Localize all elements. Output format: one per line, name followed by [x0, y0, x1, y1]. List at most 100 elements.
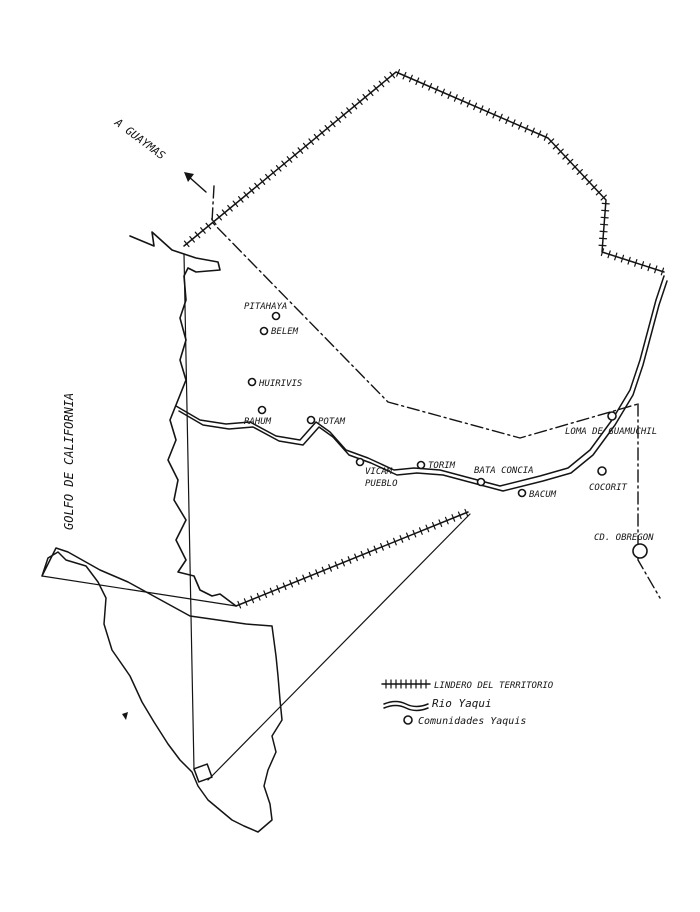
boundary-tick — [248, 187, 255, 194]
boundary-tick — [547, 138, 555, 145]
boundary-tick — [347, 556, 352, 564]
boundary-tick — [571, 163, 579, 170]
legend-community-icon — [403, 715, 413, 725]
boundary-tick — [498, 113, 503, 122]
boundary-tick — [313, 133, 320, 141]
torim-marker — [416, 460, 426, 470]
boundary-tick — [600, 248, 605, 257]
territory-boundary-south — [235, 511, 469, 607]
boundary-tick — [340, 111, 347, 119]
boundary-tick — [451, 514, 456, 522]
boundary-tick — [270, 169, 277, 177]
legend-river-swatch-2 — [383, 704, 429, 712]
boundary-tick — [453, 94, 458, 102]
boundary-tick — [473, 102, 478, 111]
boundary-tick — [227, 204, 233, 212]
rio-yaqui-river — [175, 275, 665, 487]
boundary-tick — [275, 164, 282, 172]
bataconcia-marker — [476, 477, 486, 487]
legend-river-label: Rio Yaqui — [432, 697, 492, 710]
boundary-tick — [302, 574, 307, 583]
belem-label: BELEM — [271, 327, 299, 337]
boundary-tick — [354, 553, 358, 562]
boundary-tick — [329, 120, 336, 128]
boundary-tick — [302, 142, 309, 150]
bataconcia-label: BATA CONCIA — [474, 466, 534, 476]
boundary-tick — [543, 133, 548, 141]
boundary-tick — [292, 151, 298, 159]
boundary-tick — [243, 191, 250, 199]
territory-boundary — [183, 71, 665, 273]
boundary-tick — [402, 71, 407, 80]
rio-yaqui-river-bank — [178, 280, 668, 492]
boundary-tick — [600, 216, 609, 219]
boundary-tick — [384, 76, 390, 83]
boundary-tick — [360, 550, 365, 559]
boundary-tick — [254, 182, 260, 190]
boundary-tick — [425, 524, 430, 533]
boundary-tick — [189, 236, 195, 243]
rahum-label: RAHUM — [244, 417, 272, 427]
boundary-tick — [183, 240, 190, 248]
boundary-tick — [286, 156, 293, 163]
boundary-tick — [457, 511, 462, 520]
boundary-tick — [598, 244, 607, 247]
boundary-tick — [408, 74, 413, 83]
boundary-tick — [276, 585, 281, 593]
loma-label: LOMA DE GUAMUCHIL — [565, 427, 657, 437]
vicam-pueblo-label: PUEBLO — [365, 479, 398, 489]
boundary-tick — [367, 89, 374, 97]
boundary-tick — [351, 102, 358, 110]
boundary-tick — [315, 569, 320, 577]
guaymas-arrow-line — [187, 175, 207, 193]
boundary-tick — [607, 250, 611, 259]
coastline — [129, 231, 237, 607]
boundary-tick — [518, 122, 523, 130]
boundary-tick — [601, 202, 610, 205]
boundary-tick — [221, 209, 228, 216]
boundary-tick — [319, 129, 325, 137]
boundary-tick — [269, 587, 274, 596]
boundary-tick — [434, 85, 439, 94]
boundary-tick — [328, 564, 332, 572]
cocorit-marker — [597, 466, 607, 476]
legend: LINDERO DEL TERRITORIO Rio Yaqui Comunid… — [381, 679, 554, 727]
belem-marker — [259, 326, 269, 336]
vicam-label: VICAM — [365, 467, 393, 477]
boundary-tick — [620, 254, 625, 263]
boundary-tick — [418, 527, 423, 535]
boundary-tick — [492, 110, 497, 119]
boundary-tick — [412, 529, 417, 538]
boundary-tick — [598, 237, 608, 240]
boundary-tick — [308, 138, 314, 145]
cocorit-label: COCORIT — [589, 483, 628, 493]
guaymas-arrow-icon — [184, 172, 194, 182]
boundary-tick — [263, 590, 268, 599]
boundary-tick — [341, 558, 345, 567]
boundary-tick — [378, 80, 385, 88]
boundary-tick — [441, 88, 445, 97]
boundary-tick — [256, 592, 261, 601]
boundary-tick — [444, 516, 449, 525]
boundary-tick — [438, 519, 443, 528]
boundary-tick — [552, 143, 560, 150]
inset-territory-box — [193, 763, 213, 783]
boundary-tick — [396, 69, 401, 77]
boundary-tick — [600, 194, 607, 201]
boundary-tick — [511, 119, 516, 127]
boundary-tick — [282, 582, 287, 591]
meridian-line — [183, 253, 195, 771]
bacum-label: BACUM — [529, 490, 557, 500]
pitahaya-label: PITAHAYA — [244, 302, 287, 312]
boundary-tick — [237, 196, 244, 203]
legend-community-label: Comunidades Yaquis — [418, 716, 526, 727]
boundary-tick — [232, 200, 239, 208]
huirivis-marker — [247, 377, 257, 387]
boundary-tick — [505, 116, 510, 125]
boundary-tick — [406, 532, 410, 541]
boundary-tick — [537, 130, 542, 139]
boundary-tick — [321, 566, 326, 575]
boundary-tick — [389, 71, 396, 79]
potam-label: POTAM — [318, 417, 346, 427]
